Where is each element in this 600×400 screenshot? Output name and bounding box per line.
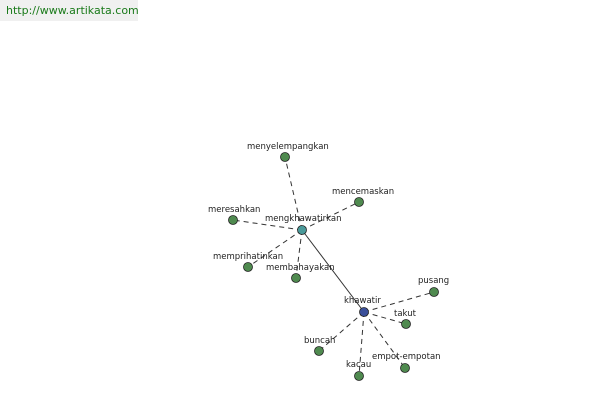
edge-mengkhawatirkan-memprihatinkan: [247, 229, 303, 268]
node-buncah[interactable]: [314, 346, 324, 356]
node-mencemaskan[interactable]: [354, 197, 364, 207]
node-meresahkan[interactable]: [228, 215, 238, 225]
label-memprihatinkan[interactable]: memprihatinkan: [213, 252, 283, 262]
url-text[interactable]: http://www.artikata.com: [6, 4, 139, 17]
label-meresahkan[interactable]: meresahkan: [208, 205, 260, 215]
edge-khawatir-buncah: [318, 311, 365, 352]
node-membahayakan[interactable]: [291, 273, 301, 283]
edge-khawatir-empot-empotan: [363, 311, 406, 369]
nodes-layer: [228, 152, 439, 381]
edge-mengkhawatirkan-menyelempangkan: [284, 156, 303, 231]
labels-layer: khawatir mengkhawatirkan menyelempangkan me…: [208, 142, 449, 370]
node-pusang[interactable]: [429, 287, 439, 297]
label-mengkhawatirkan[interactable]: mengkhawatirkan: [265, 214, 342, 224]
node-mengkhawatirkan[interactable]: [297, 225, 307, 235]
url-banner: http://www.artikata.com: [0, 0, 139, 21]
node-takut[interactable]: [401, 319, 411, 329]
edges-layer: [232, 156, 435, 377]
label-mencemaskan[interactable]: mencemaskan: [332, 187, 394, 197]
edge-khawatir-pusang: [363, 291, 435, 313]
node-khawatir[interactable]: [359, 307, 369, 317]
node-kacau[interactable]: [354, 371, 364, 381]
label-kacau[interactable]: kacau: [346, 360, 371, 370]
label-takut[interactable]: takut: [394, 309, 417, 319]
edge-mengkhawatirkan-mencemaskan: [301, 201, 360, 231]
label-membahayakan[interactable]: membahayakan: [266, 263, 335, 273]
label-empot-empotan[interactable]: empot-empotan: [372, 352, 441, 362]
node-empot-empotan[interactable]: [400, 363, 410, 373]
node-memprihatinkan[interactable]: [243, 262, 253, 272]
label-buncah[interactable]: buncah: [304, 336, 335, 346]
label-menyelempangkan[interactable]: menyelempangkan: [247, 142, 329, 152]
node-menyelempangkan[interactable]: [280, 152, 290, 162]
label-khawatir[interactable]: khawatir: [344, 296, 381, 306]
label-pusang[interactable]: pusang: [418, 276, 449, 286]
edge-mengkhawatirkan-membahayakan: [295, 229, 303, 279]
edge-khawatir-kacau: [358, 311, 365, 377]
edge-khawatir-mengkhawatirkan: [301, 229, 365, 313]
edge-khawatir-takut: [363, 311, 407, 325]
edge-mengkhawatirkan-meresahkan: [232, 219, 303, 231]
